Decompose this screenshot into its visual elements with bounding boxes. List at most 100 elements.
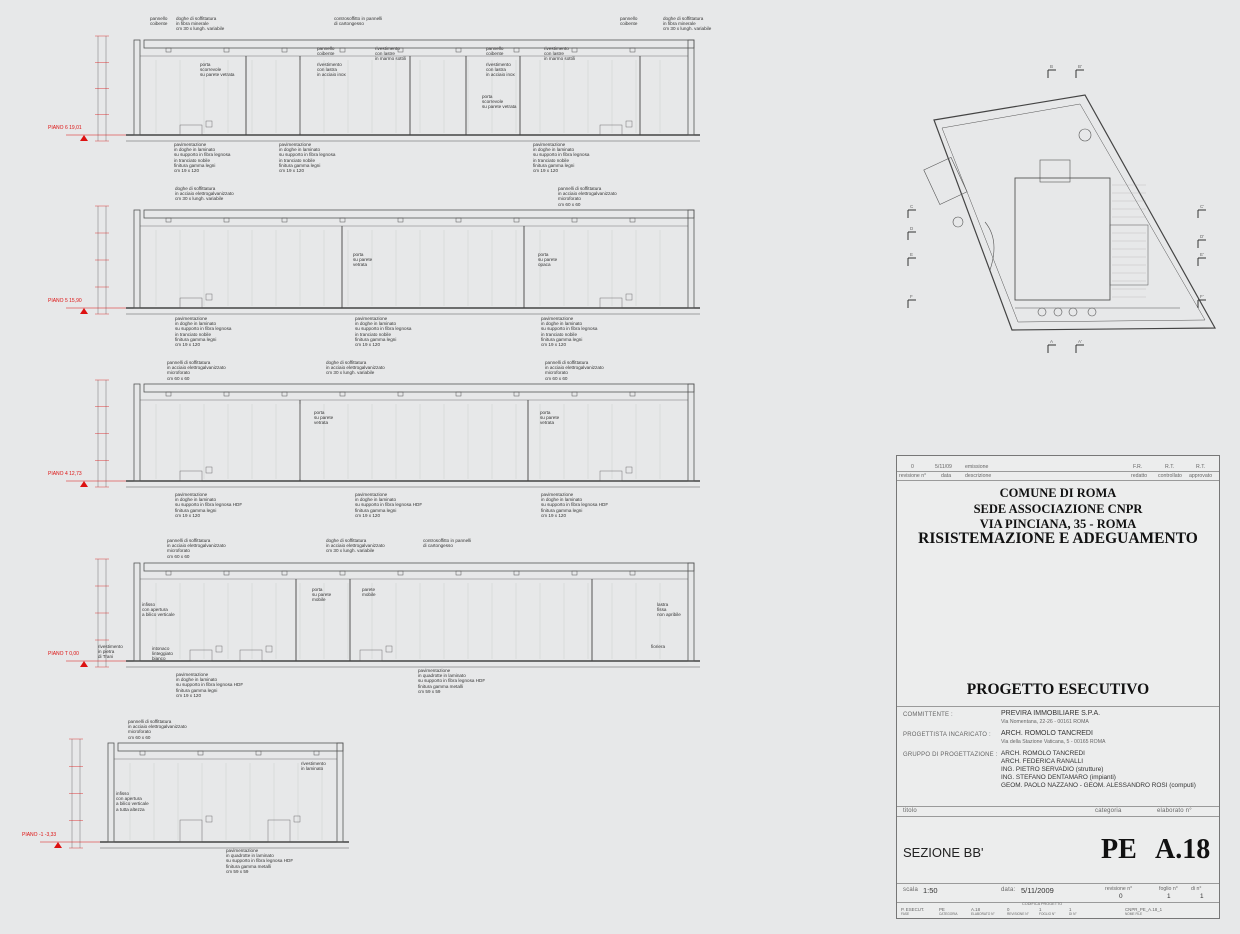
chair xyxy=(625,466,633,474)
annotation-note: fioriera xyxy=(651,644,666,649)
ceiling-beam xyxy=(629,570,636,576)
section-marker xyxy=(1197,209,1206,218)
section-marker-label: B xyxy=(1050,64,1054,69)
ceiling-beam xyxy=(513,217,520,223)
code-value: A.18 xyxy=(971,907,981,912)
section-marker-label: B' xyxy=(1078,64,1082,69)
annotation-note: porta su parete vetrata xyxy=(353,252,373,268)
ceiling-beam xyxy=(513,47,520,53)
section-marker xyxy=(1047,344,1056,353)
annotation-note: doghe di soffittatura in acciaio elettro… xyxy=(326,538,385,554)
ceiling-beam xyxy=(571,47,578,53)
ceiling-beam xyxy=(629,217,636,223)
desk xyxy=(179,297,203,309)
ceiling-beam xyxy=(281,47,288,53)
annotation-note: porta su parete vetrata xyxy=(314,410,334,426)
right-wall xyxy=(687,383,695,482)
ceiling-beam xyxy=(397,217,404,223)
desk xyxy=(179,819,203,843)
level-marker xyxy=(80,135,88,141)
ceiling-beam xyxy=(197,750,204,756)
chair xyxy=(205,293,213,301)
level-marker xyxy=(54,842,62,848)
left-wall xyxy=(133,209,141,309)
code-value: PE xyxy=(939,907,945,912)
annotation-note: rivestimento con lastra in acciaio inox xyxy=(317,62,346,78)
central-core xyxy=(1014,177,1111,301)
annotation-note: pannelli di soffittatura in acciaio elet… xyxy=(558,186,617,207)
annotation-note: pavimentazione in doghe in laminato su s… xyxy=(355,492,423,518)
ceiling-slab xyxy=(143,562,695,572)
right-wall xyxy=(687,562,695,662)
code-value: 1 xyxy=(1069,907,1072,912)
section-marker xyxy=(1197,299,1206,308)
code-label: CATEGORIA xyxy=(939,912,958,916)
ceiling-beam xyxy=(165,391,172,397)
annotation-note: porta su parete vetrata xyxy=(540,410,560,426)
level-label: PIANO 5 15,90 xyxy=(48,298,82,304)
stair-east xyxy=(1109,224,1149,286)
floor-plan xyxy=(907,69,1217,353)
team-member: ING. STEFANO DENTAMARO (impianti) xyxy=(1001,774,1116,781)
plan-inner-outline xyxy=(941,103,1206,323)
annotation-note: rivestimento in laminato xyxy=(301,761,326,772)
annotation-note: rivestimento in pietra di Trani xyxy=(98,644,123,660)
section-marker xyxy=(1197,257,1206,266)
section-4 xyxy=(40,738,349,849)
ceiling-beam xyxy=(339,217,346,223)
ceiling-beam xyxy=(339,391,346,397)
annotation-note: pavimentazione in quadrotte in laminato … xyxy=(418,668,486,694)
right-wall xyxy=(687,39,695,136)
ceiling-beam xyxy=(629,47,636,53)
section-0 xyxy=(66,35,700,142)
annotation-note: porta su parete mobile xyxy=(312,587,332,603)
right-wall xyxy=(687,209,695,309)
section-marker xyxy=(907,231,916,240)
section-marker-label: A xyxy=(1050,339,1054,344)
annotation-note: doghe di soffittatura in acciaio elettro… xyxy=(326,360,385,376)
ceiling-beam xyxy=(281,391,288,397)
column xyxy=(1053,307,1063,317)
left-wall xyxy=(133,383,141,482)
section-marker-label: E' xyxy=(1200,252,1204,257)
team-member: ARCH. FEDERICA RANALLI xyxy=(1001,758,1084,765)
annotation-note: controsoffitto in pannelli di cartongess… xyxy=(334,16,383,27)
column xyxy=(1078,128,1092,142)
code-value: 1 xyxy=(1039,907,1042,912)
chair xyxy=(293,815,301,823)
ceiling-beam xyxy=(313,750,320,756)
ceiling-slab xyxy=(143,383,695,393)
ceiling-beam xyxy=(255,750,262,756)
plan-outline xyxy=(933,94,1217,331)
section-marker xyxy=(1047,69,1056,78)
drawing-number: A.18 xyxy=(1155,834,1211,865)
ceiling-beam xyxy=(339,570,346,576)
team-member: ING. PIETRO SERVADIO (strutture) xyxy=(1001,766,1104,773)
code-label: NOME FILE xyxy=(1125,912,1143,916)
section-marker xyxy=(1197,239,1206,248)
building-sections xyxy=(40,35,700,849)
level-marker xyxy=(80,308,88,314)
ceiling-beam xyxy=(165,47,172,53)
section-marker-label: F xyxy=(910,294,913,299)
chair xyxy=(205,466,213,474)
ceiling-beam xyxy=(223,391,230,397)
desk xyxy=(239,649,263,662)
ceiling-beam xyxy=(397,570,404,576)
annotation-note: pavimentazione in doghe in laminato su s… xyxy=(175,492,243,518)
annotation-note: pavimentazione in doghe in laminato su s… xyxy=(533,142,590,174)
code-label: FASE xyxy=(901,912,910,916)
annotation-note: rivestimento con lastre in marmo sottili xyxy=(544,46,575,62)
level-marker xyxy=(80,661,88,667)
annotation-note: pavimentazione in doghe in laminato su s… xyxy=(541,492,609,518)
section-marker xyxy=(907,299,916,308)
category-code: PE xyxy=(1101,834,1137,865)
section-marker-label: D' xyxy=(1200,234,1205,239)
scale-value: 1:50 xyxy=(923,886,938,895)
code-label: DI N° xyxy=(1069,912,1077,916)
level-label: PIANO -1 -3,33 xyxy=(22,832,57,838)
annotation-note: pavimentazione in doghe in laminato su s… xyxy=(176,672,244,698)
annotation-note: porta su parete opaca xyxy=(538,252,558,268)
title-block: 0 5/11/09 emissione F.R. R.T. R.T. revis… xyxy=(896,455,1220,919)
ceiling-beam xyxy=(139,750,146,756)
